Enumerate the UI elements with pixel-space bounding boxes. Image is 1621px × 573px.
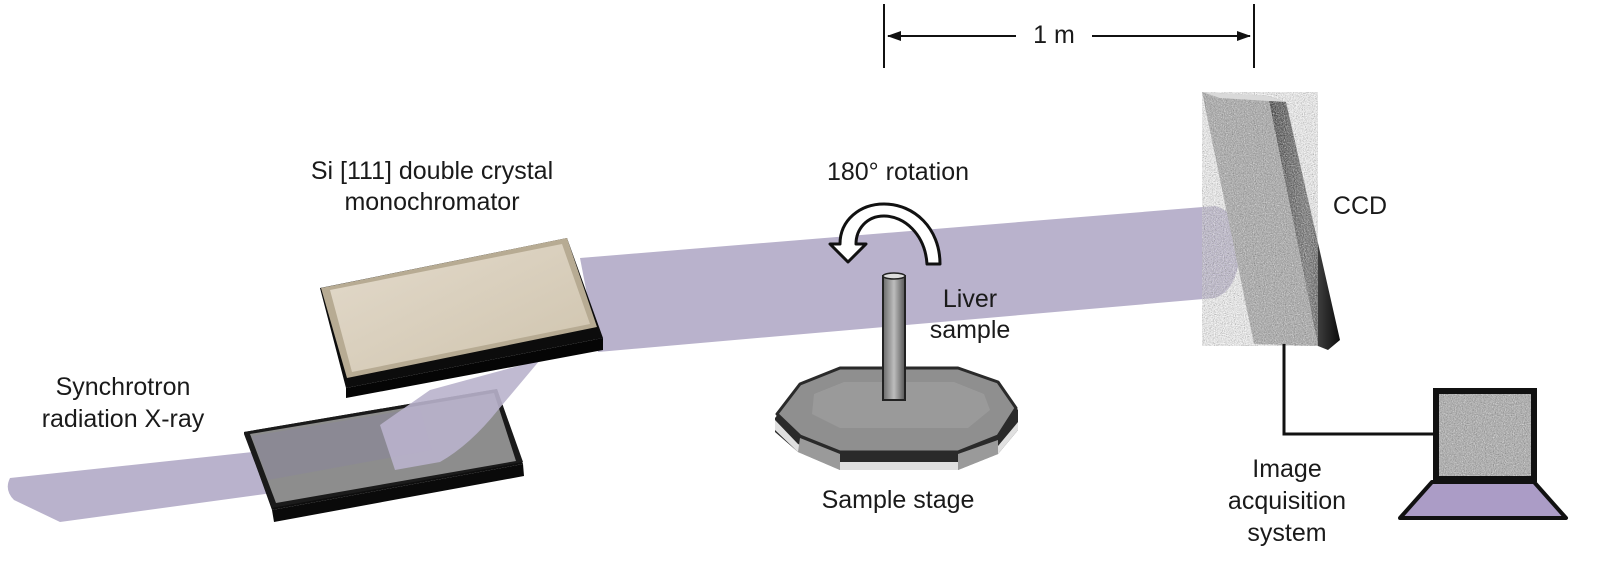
- acquisition-label-line1: Image: [1252, 455, 1321, 483]
- incoming-xray-beam: [7, 448, 290, 522]
- monochromator-label-line1: Si [111] double crystal: [311, 157, 553, 185]
- ccd-cable: [1282, 344, 1436, 436]
- main-xray-beam: [580, 206, 1240, 352]
- liver-sample-label-line2: sample: [930, 316, 1011, 344]
- monochromator-crystal: [320, 238, 603, 398]
- source-label-line1: Synchrotron: [56, 373, 191, 401]
- liver-sample-label-line1: Liver: [943, 285, 997, 313]
- laptop-icon: [1398, 388, 1568, 520]
- monochromator-label-line2: monochromator: [344, 188, 519, 216]
- rotation-arrow-icon: [828, 202, 942, 266]
- acquisition-label-line3: system: [1247, 519, 1326, 547]
- ccd-detector: [1202, 92, 1340, 350]
- sample-stage: [775, 272, 1018, 470]
- distance-dimension: [883, 4, 1255, 68]
- acquisition-label-line2: acquisition: [1228, 487, 1346, 515]
- rotation-label: 180° rotation: [827, 158, 969, 186]
- source-label-line2: radiation X-ray: [42, 405, 205, 433]
- sample-stage-label: Sample stage: [822, 486, 975, 514]
- ccd-label: CCD: [1333, 192, 1387, 220]
- reflected-beam: [380, 360, 540, 470]
- distance-label: 1 m: [1033, 21, 1075, 49]
